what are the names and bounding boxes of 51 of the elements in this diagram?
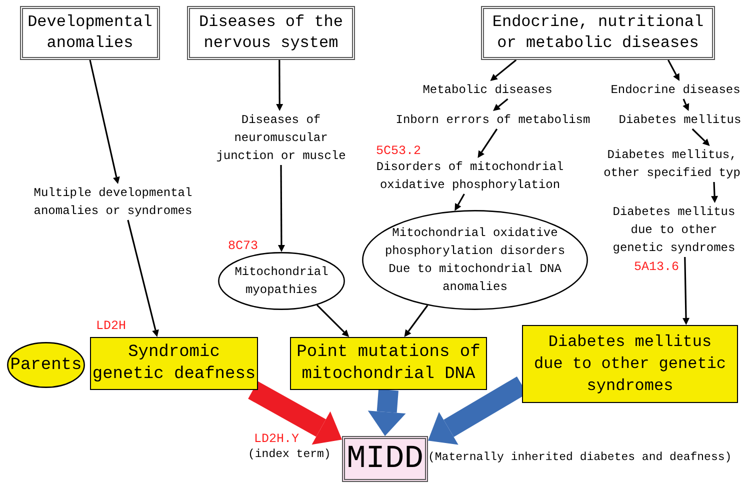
- code-label: LD2H.Y: [254, 431, 300, 447]
- arrow: [490, 59, 517, 81]
- disease-box: [522, 325, 738, 403]
- category-label: Diseases of neuromuscular junction or muscle: [215, 112, 347, 165]
- arrow: [711, 182, 718, 203]
- block-arrow: [368, 389, 406, 436]
- category-label: Diabetes mellitus due to other genetic syndromes: [612, 204, 736, 257]
- arrow: [682, 98, 690, 111]
- box-label: Developmental anomalies: [26, 12, 154, 54]
- category-label: Inborn errors of metabolism: [396, 112, 590, 129]
- category-label: Diabetes mellitus: [618, 112, 742, 129]
- category-ellipse: [362, 210, 588, 310]
- ellipse-label: Mitochondrial myopathies: [234, 264, 330, 299]
- person-ellipse: [7, 342, 85, 388]
- arrow: [454, 194, 465, 211]
- box-label: Point mutations of mitochondrial DNA: [296, 342, 482, 386]
- box-label: MIDD: [346, 441, 424, 477]
- category-box: [481, 6, 715, 60]
- arrow: [404, 304, 428, 337]
- arrow: [89, 60, 120, 184]
- code-label: 5A13.6: [634, 259, 680, 275]
- arrow: [692, 128, 710, 146]
- arrow: [682, 256, 690, 325]
- category-label: Multiple developmental anomalies or syndromes: [32, 185, 194, 220]
- arrow: [276, 60, 284, 111]
- code-label: 5C53.2: [376, 143, 422, 159]
- ellipse-label: Mitochondrial oxidative phosphorylation disorders Due to mitochondrial DNA anomalies: [384, 225, 566, 296]
- category-label: Metabolic diseases: [422, 82, 552, 99]
- category-box: [20, 6, 160, 60]
- box-label: Diseases of the nervous system: [198, 12, 344, 54]
- arrow: [478, 128, 498, 158]
- ellipse-label: Parents: [10, 354, 82, 376]
- note-text: (Maternally inherited diabetes and deafness): [428, 450, 733, 466]
- note-text: (index term): [248, 447, 331, 463]
- category-label: Disorders of mitochondrial oxidative phosphorylation: [375, 159, 565, 194]
- disease-box: [290, 337, 487, 390]
- arrow: [278, 165, 285, 252]
- code-label: 8C73: [228, 238, 260, 254]
- category-ellipse: [218, 252, 345, 310]
- category-box: [187, 6, 355, 60]
- box-label: Syndromic genetic deafness: [91, 342, 257, 386]
- box-label: Diabetes mellitus due to other genetic syndromes: [532, 332, 728, 397]
- category-label: Diabetes mellitus, other specified typ: [602, 147, 742, 182]
- block-arrow: [248, 381, 342, 445]
- category-label: Endocrine diseases: [610, 82, 740, 99]
- code-label: LD2H: [96, 318, 128, 334]
- box-label: Endocrine, nutritional or metabolic diseases: [491, 12, 705, 54]
- arrow: [127, 220, 159, 337]
- arrow: [493, 98, 508, 111]
- arrow: [668, 60, 680, 81]
- arrow: [316, 304, 350, 337]
